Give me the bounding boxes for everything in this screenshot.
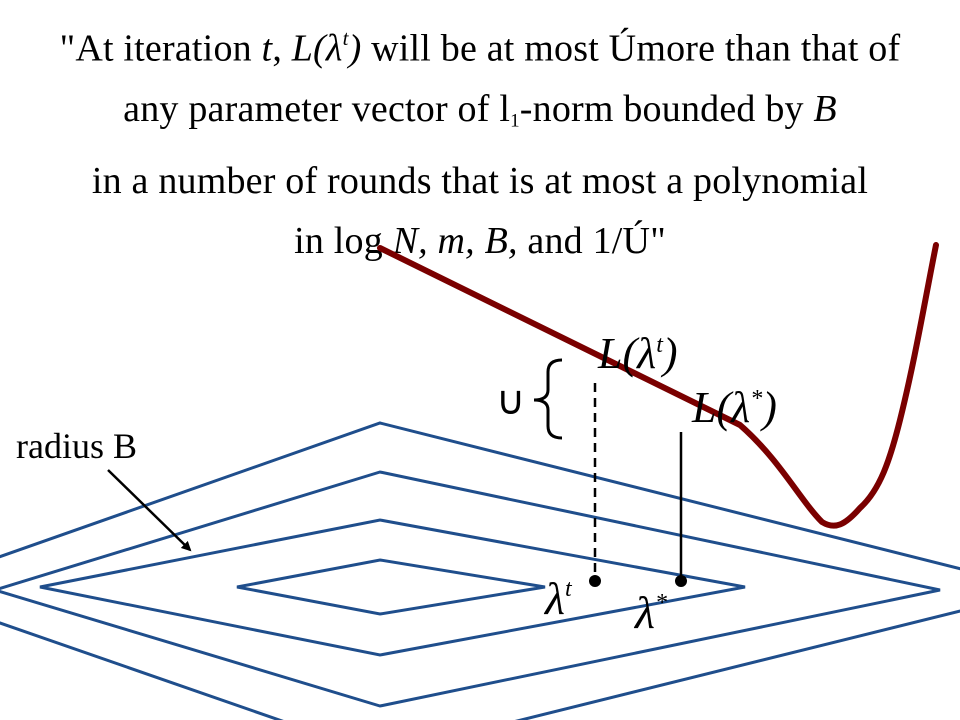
point-lambda-t [589, 575, 601, 587]
statement-text: " [650, 220, 666, 263]
statement-line-2: any parameter vector of l1-norm bounded … [0, 79, 960, 152]
contour-inner [236, 558, 546, 616]
statement-text: will be at most [361, 27, 609, 70]
statement-line-4: in log N, m, B, and 1/Ú" [0, 211, 960, 271]
norm-subscript: 1 [510, 110, 520, 132]
radius-label: radius B [16, 426, 137, 466]
norm-symbol: l [499, 87, 511, 130]
theorem-statement: "At iteration t, L(λt) will be at most Ú… [0, 8, 960, 271]
loss-close: ) [348, 27, 362, 70]
statement-line-1: "At iteration t, L(λt) will be at most Ú… [0, 8, 960, 79]
gap-symbol: ∪ [496, 378, 525, 423]
contour-radius-b [39, 518, 746, 657]
statement-text: and 1/ [517, 220, 623, 263]
lambda-t-label: λt [543, 573, 573, 624]
epsilon-symbol: Ú [622, 220, 651, 263]
loss-superscript: t [342, 26, 349, 50]
statement-line-3: in a number of rounds that is at most a … [91, 160, 869, 203]
radius-arrow [107, 469, 192, 552]
loss-at-t-label: L(λt) [597, 329, 678, 378]
statement-text: more than that of [636, 27, 901, 70]
statement-text: "At iteration [59, 27, 262, 70]
l1-norm-contours [0, 421, 960, 720]
gap-brace [533, 358, 563, 440]
loss-curve [377, 242, 939, 529]
variables: N, m, B, [392, 220, 518, 263]
point-lambda-star [675, 575, 687, 587]
contour-outer [0, 421, 960, 720]
statement-text: any parameter vector of [123, 87, 500, 130]
iteration-symbol: t [261, 27, 273, 70]
bound-symbol: B [813, 87, 837, 130]
lambda-star-label: λ* [633, 587, 667, 638]
statement-text: -norm bounded by [519, 87, 814, 130]
loss-at-star-label: L(λ*) [691, 383, 777, 432]
statement-text: , [272, 27, 292, 70]
contour-middle [0, 470, 941, 708]
loss-symbol: L(λ [291, 27, 343, 70]
epsilon-symbol: Ú [608, 27, 637, 70]
statement-text: in log [294, 220, 393, 263]
